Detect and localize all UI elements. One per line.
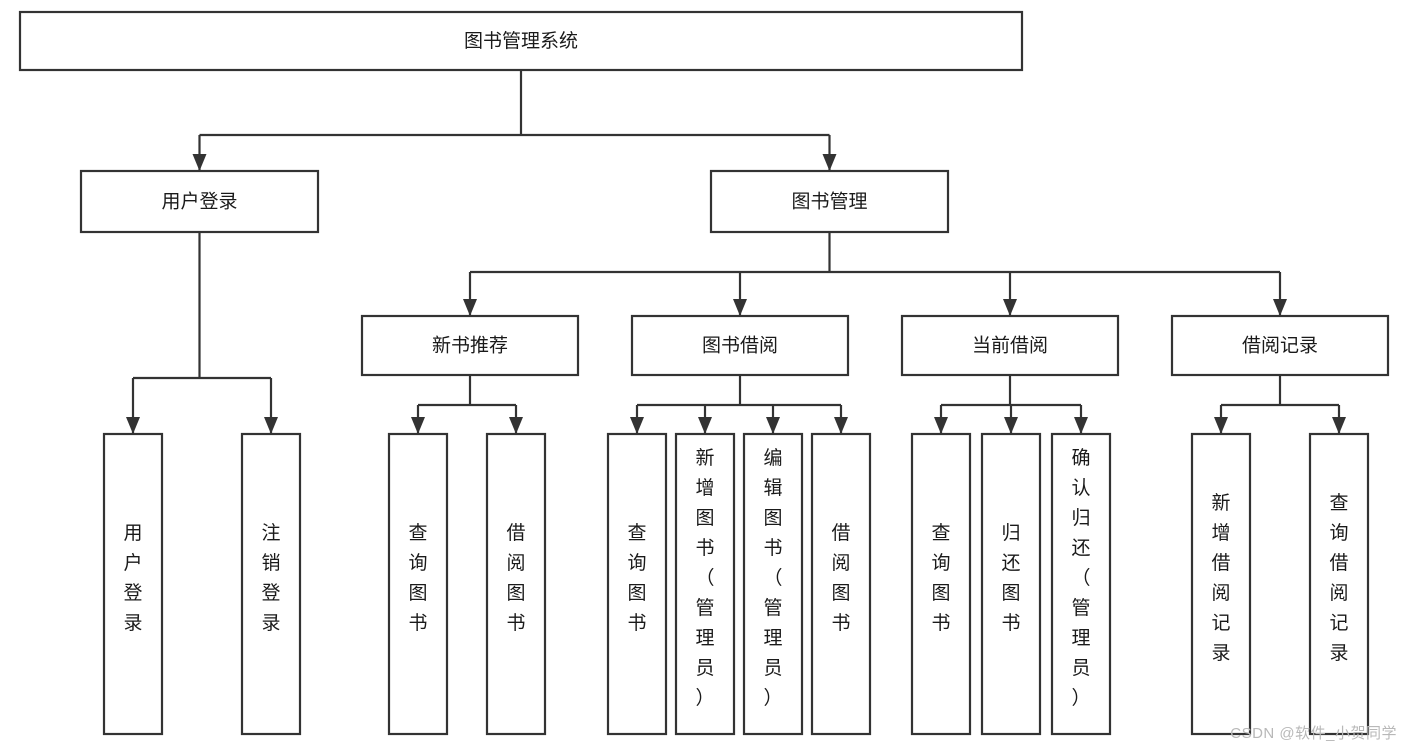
node-label: 注销登录 <box>261 522 280 634</box>
node-label: 编辑图书（管理员） <box>763 447 782 709</box>
node-box[interactable] <box>606 432 668 736</box>
node-label: 新增图书（管理员） <box>695 447 714 709</box>
node-box[interactable] <box>102 432 164 736</box>
node-box[interactable] <box>810 432 872 736</box>
node-record-add[interactable]: 新增借阅记录 <box>1190 432 1252 736</box>
node-recommend-query-book[interactable]: 查询图书 <box>387 432 449 736</box>
node-box[interactable] <box>1050 432 1112 736</box>
node-box[interactable] <box>900 314 1120 377</box>
arrow-head <box>834 417 848 434</box>
node-box[interactable] <box>910 432 972 736</box>
arrow-head <box>411 417 425 434</box>
node-label: 当前借阅 <box>972 335 1048 357</box>
arrow-head <box>934 417 948 434</box>
node-box[interactable] <box>240 432 302 736</box>
node-label: 归还图书 <box>1001 522 1020 634</box>
node-label: 借阅记录 <box>1242 335 1318 357</box>
connectors-layer <box>126 70 1346 434</box>
node-borrow-add-book[interactable]: 新增图书（管理员） <box>674 432 736 736</box>
node-label: 查询图书 <box>931 522 950 634</box>
node-current-query-book[interactable]: 查询图书 <box>910 432 972 736</box>
node-recommend-borrow-book[interactable]: 借阅图书 <box>485 432 547 736</box>
node-user-login[interactable]: 用户登录 <box>79 169 320 234</box>
arrow-head <box>463 299 477 316</box>
arrow-head <box>509 417 523 434</box>
arrow-head <box>126 417 140 434</box>
node-box[interactable] <box>79 169 320 234</box>
node-box[interactable] <box>1170 314 1390 377</box>
node-label: 用户登录 <box>123 523 142 634</box>
arrow-head <box>630 417 644 434</box>
node-borrow-record[interactable]: 借阅记录 <box>1170 314 1390 377</box>
arrow-head <box>822 154 837 171</box>
node-box[interactable] <box>980 432 1042 736</box>
node-label: 查询图书 <box>627 522 646 634</box>
node-root[interactable]: 图书管理系统 <box>18 10 1024 72</box>
node-user-login-leaf[interactable]: 用户登录 <box>102 432 164 736</box>
node-borrow-edit-book[interactable]: 编辑图书（管理员） <box>742 432 804 736</box>
node-label: 新书推荐 <box>432 335 508 357</box>
arrow-head <box>733 299 747 316</box>
arrow-head <box>264 417 278 434</box>
arrow-head <box>698 417 712 434</box>
node-current-confirm-return[interactable]: 确认归还（管理员） <box>1050 432 1112 736</box>
node-label: 用户登录 <box>161 191 237 213</box>
node-book-borrow[interactable]: 图书借阅 <box>630 314 850 377</box>
node-current-return-book[interactable]: 归还图书 <box>980 432 1042 736</box>
node-new-book-recommend[interactable]: 新书推荐 <box>360 314 580 377</box>
node-borrow-borrow-book[interactable]: 借阅图书 <box>810 432 872 736</box>
node-label: 图书借阅 <box>702 335 778 357</box>
node-box[interactable] <box>709 169 950 234</box>
node-label: 图书管理 <box>791 191 867 213</box>
node-borrow-query-book[interactable]: 查询图书 <box>606 432 668 736</box>
node-box[interactable] <box>18 10 1024 72</box>
arrow-head <box>1273 299 1287 316</box>
arrow-head <box>192 154 207 171</box>
arrow-head <box>1332 417 1346 434</box>
node-label: 查询借阅记录 <box>1329 492 1348 664</box>
node-label: 图书管理系统 <box>464 30 578 52</box>
node-box[interactable] <box>674 432 736 736</box>
arrow-head <box>1004 417 1018 434</box>
node-box[interactable] <box>387 432 449 736</box>
node-record-query[interactable]: 查询借阅记录 <box>1308 432 1370 736</box>
arrow-head <box>766 417 780 434</box>
arrow-head <box>1003 299 1017 316</box>
node-box[interactable] <box>630 314 850 377</box>
node-label: 借阅图书 <box>506 522 525 634</box>
node-box[interactable] <box>485 432 547 736</box>
node-box[interactable] <box>742 432 804 736</box>
node-box[interactable] <box>1308 432 1370 736</box>
arrow-head <box>1214 417 1228 434</box>
arrow-head <box>1074 417 1088 434</box>
node-box[interactable] <box>1190 432 1252 736</box>
node-label: 确认归还（管理员） <box>1071 447 1090 709</box>
node-label: 借阅图书 <box>831 522 850 634</box>
node-current-borrow[interactable]: 当前借阅 <box>900 314 1120 377</box>
node-box[interactable] <box>360 314 580 377</box>
node-user-logout-leaf[interactable]: 注销登录 <box>240 432 302 736</box>
node-book-management[interactable]: 图书管理 <box>709 169 950 234</box>
node-label: 查询图书 <box>408 522 427 634</box>
node-label: 新增借阅记录 <box>1211 492 1230 664</box>
